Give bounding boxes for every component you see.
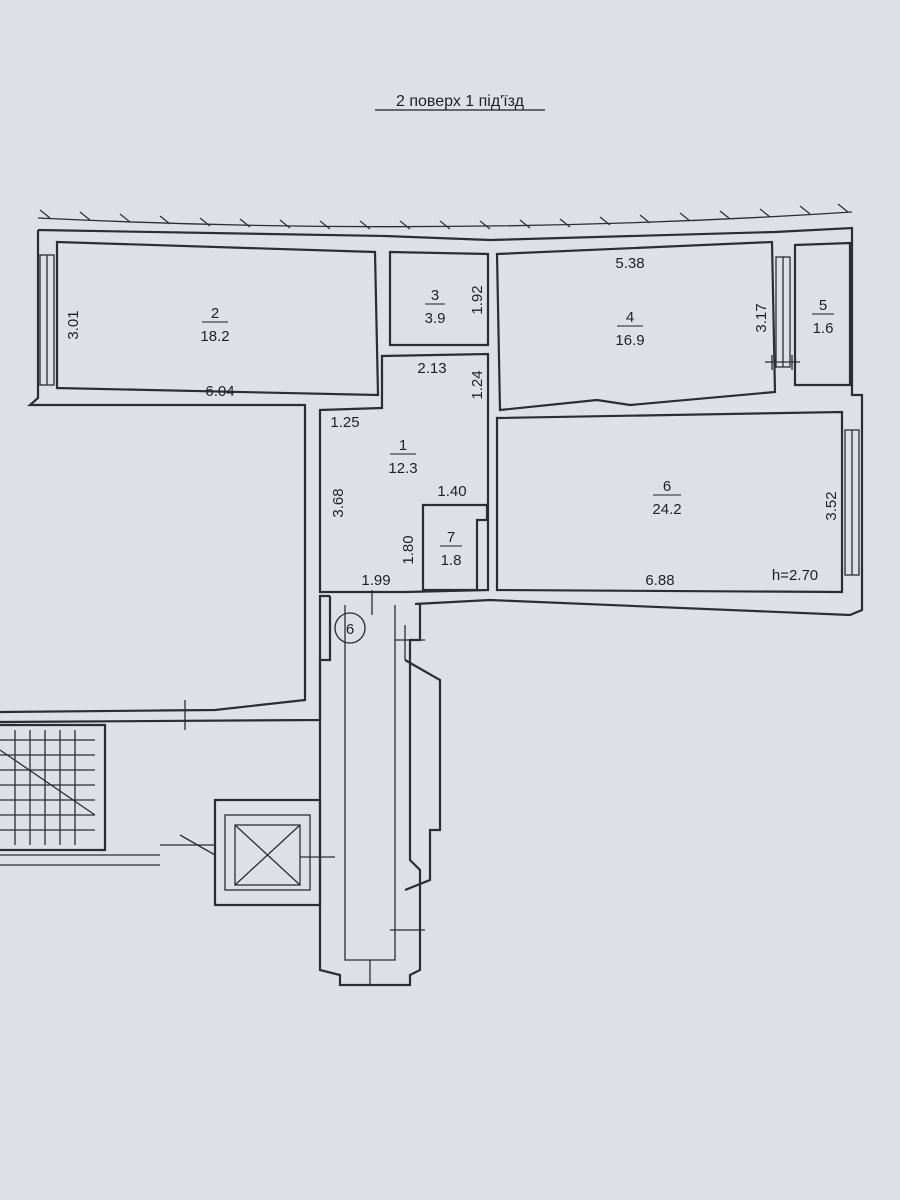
dim-room4-width: 5.38 [615, 255, 644, 272]
room-1-label: 1 12.3 [388, 437, 417, 477]
room-2 [39, 240, 380, 397]
svg-text:12.3: 12.3 [388, 460, 417, 477]
room-3-label: 3 3.9 [425, 287, 446, 327]
dim-room7-width: 1.40 [437, 483, 466, 500]
room-5-label: 5 1.6 [812, 297, 834, 337]
svg-text:3: 3 [431, 287, 439, 304]
dim-entrance-width: 1.99 [361, 572, 390, 589]
dim-room3-height: 1.92 [469, 285, 486, 314]
room-4 [495, 240, 791, 412]
dim-room2-width: 6.04 [205, 383, 234, 400]
dim-room4-height: 3.17 [753, 303, 770, 332]
room-6-label: 6 24.2 [652, 478, 681, 518]
svg-text:6: 6 [663, 478, 671, 495]
stair-marker: 6 [334, 590, 373, 644]
common-area [160, 596, 442, 987]
room-3 [388, 250, 490, 347]
svg-text:16.9: 16.9 [615, 332, 644, 349]
svg-text:2: 2 [211, 305, 219, 322]
svg-text:1.6: 1.6 [813, 320, 834, 337]
svg-text:24.2: 24.2 [652, 501, 681, 518]
svg-text:18.2: 18.2 [200, 328, 229, 345]
dim-room6-height: 3.52 [823, 491, 840, 520]
room-2-label: 2 18.2 [200, 305, 229, 345]
room-5 [765, 241, 852, 387]
svg-text:1: 1 [399, 437, 407, 454]
room-7-label: 7 1.8 [440, 529, 462, 569]
svg-text:5: 5 [819, 297, 827, 314]
staircase [0, 723, 215, 866]
stair-marker-label: 6 [346, 621, 354, 638]
dim-corridor-height: 3.68 [330, 488, 347, 517]
plan-title: 2 поверх 1 під'їзд [396, 93, 525, 110]
dimension-labels: 3.01 6.04 1.92 5.38 3.17 2.13 1.24 1.25 … [65, 255, 840, 589]
exterior-wall-hatching [37, 203, 853, 230]
room-7 [421, 503, 489, 592]
ceiling-height: h=2.70 [772, 567, 818, 584]
dim-room7-height: 1.80 [400, 535, 417, 564]
room-labels: 2 18.2 3 3.9 4 16.9 5 1.6 1 12.3 6 24.2 [200, 287, 834, 569]
elevator-shaft [179, 798, 335, 907]
dim-corridor-top-width: 2.13 [417, 360, 446, 377]
svg-text:3.9: 3.9 [425, 310, 446, 327]
dim-corridor-left-width: 1.25 [330, 414, 359, 431]
room-6 [495, 410, 860, 594]
dim-room6-width: 6.88 [645, 572, 674, 589]
dim-corridor-right-height: 1.24 [469, 370, 486, 399]
svg-text:7: 7 [447, 529, 455, 546]
room-4-label: 4 16.9 [615, 309, 644, 349]
svg-text:1.8: 1.8 [441, 552, 462, 569]
svg-text:4: 4 [626, 309, 634, 326]
room-1 [318, 352, 490, 594]
dim-room2-height: 3.01 [65, 310, 82, 339]
